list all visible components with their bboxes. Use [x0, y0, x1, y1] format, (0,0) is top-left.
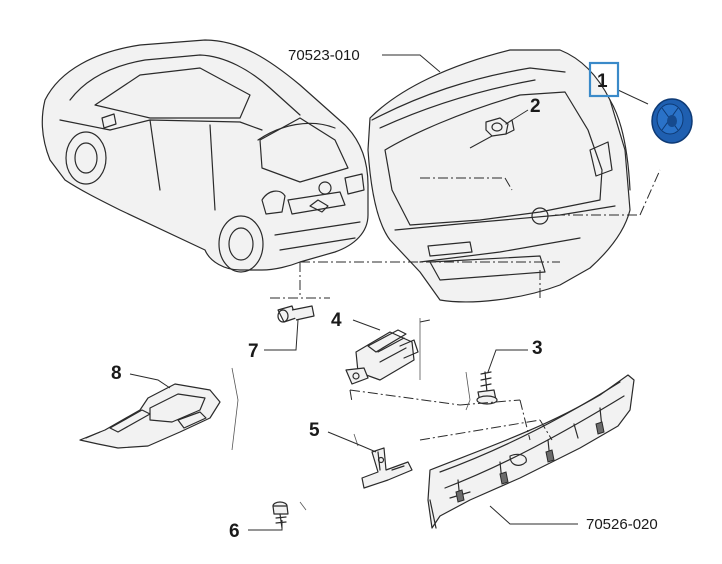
callout-5-label[interactable]: 5	[309, 420, 320, 441]
part-2-grommet[interactable]	[485, 117, 515, 137]
part-6-screw[interactable]	[272, 501, 289, 529]
bumper-ref-code: 70526-020	[586, 516, 658, 533]
callout-1-label[interactable]: 1	[597, 71, 608, 92]
part-3-bolt[interactable]	[476, 371, 498, 405]
callout-6-label[interactable]: 6	[229, 521, 240, 542]
tailgate-assembly	[367, 49, 631, 303]
callout-8-label[interactable]: 8	[111, 363, 122, 384]
leader-lines	[129, 54, 649, 531]
bumper-trim-assembly	[427, 374, 635, 529]
part-1-emblem[interactable]	[651, 98, 693, 144]
assembly-lines	[270, 169, 661, 441]
part-8-trim-panel[interactable]	[79, 383, 221, 449]
part-5-bracket[interactable]	[361, 447, 413, 489]
callout-2-label[interactable]: 2	[530, 96, 541, 117]
callout-3-label[interactable]: 3	[532, 338, 543, 359]
callout-4-label[interactable]: 4	[331, 310, 342, 331]
part-4-lock-actuator[interactable]	[345, 329, 419, 385]
part-7-pin[interactable]	[277, 305, 315, 323]
tailgate-ref-code: 70523-010	[288, 47, 360, 64]
car-illustration	[41, 39, 369, 273]
callout-1-highlight-box	[588, 61, 620, 98]
callout-7-label[interactable]: 7	[248, 341, 259, 362]
grouping-brackets	[231, 318, 471, 511]
